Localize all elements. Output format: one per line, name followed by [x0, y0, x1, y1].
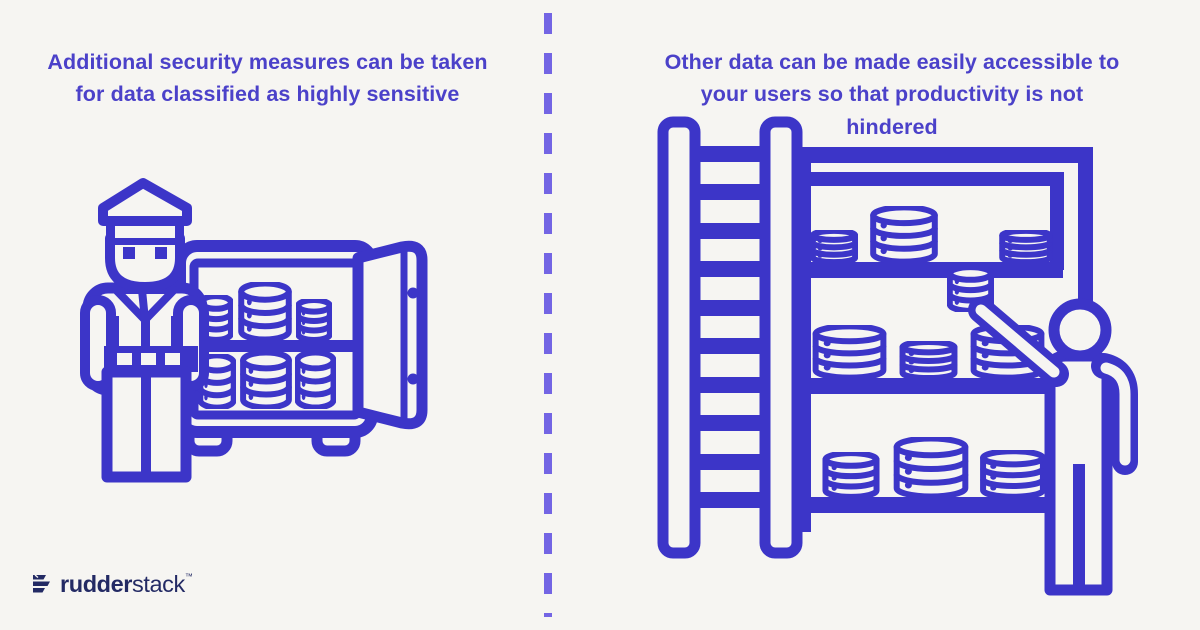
right-panel-heading: Other data can be made easily accessible… — [664, 50, 1120, 139]
shelf-board-3 — [797, 497, 1063, 513]
person-reaching — [968, 297, 1138, 596]
database-icon — [873, 207, 935, 261]
rudderstack-flag-icon — [33, 574, 50, 593]
guard-belt-slot — [165, 353, 180, 365]
person-leg-line — [1073, 464, 1085, 585]
shelf-left-post — [798, 147, 811, 532]
database-icon — [983, 451, 1043, 497]
safe-door — [352, 240, 428, 430]
security-guard — [80, 178, 209, 483]
guard-suspender — [171, 316, 182, 350]
guard-suspender — [108, 316, 119, 350]
shelf-inner-post — [1050, 172, 1064, 270]
shelf-top-bar — [797, 147, 1093, 163]
person-right-arm-inner — [1100, 362, 1131, 466]
dashed-divider — [544, 13, 552, 617]
guard-and-safe-illustration — [80, 178, 428, 483]
shelf-board-1 — [797, 262, 1063, 278]
brand-word-rudder: rudder — [60, 571, 133, 597]
guard-cap-crown — [98, 178, 192, 226]
ladder-rail — [657, 116, 701, 559]
guard-face — [105, 233, 185, 292]
database-icon — [823, 452, 879, 498]
left-panel-heading: Additional security measures can be take… — [47, 50, 488, 107]
safe-shelf — [194, 340, 358, 352]
shelf-inner-bar — [797, 172, 1063, 186]
shelf-board-2 — [797, 378, 1063, 394]
safe-door-hinge — [407, 373, 419, 385]
guard-belt-slot — [117, 353, 132, 365]
guard-eye — [155, 247, 167, 259]
ladder-rail — [759, 116, 803, 559]
guard-eye — [123, 247, 135, 259]
database-icon — [1000, 230, 1052, 263]
database-icon — [296, 299, 332, 341]
database-icon — [241, 283, 289, 339]
guard-belt-slot — [141, 353, 156, 365]
guard-placket — [141, 316, 150, 349]
trademark-symbol: ™ — [184, 572, 193, 581]
person-head — [1048, 298, 1112, 362]
guard-coat-seam — [141, 372, 151, 477]
database-icon — [297, 352, 333, 407]
guard-cap-band-inner — [115, 225, 175, 238]
shelf-unit — [797, 147, 1093, 532]
database-icon — [900, 341, 957, 379]
ladder — [657, 116, 803, 559]
shelf-and-person-illustration — [657, 116, 1138, 596]
brand-word-stack: stack — [132, 571, 185, 597]
database-icon — [811, 230, 857, 263]
safe-door-hinge — [407, 287, 419, 299]
database-icon — [816, 326, 884, 377]
person-raised-arm-inner — [975, 304, 1060, 378]
database-icon — [243, 352, 289, 407]
database-icon — [897, 439, 966, 497]
